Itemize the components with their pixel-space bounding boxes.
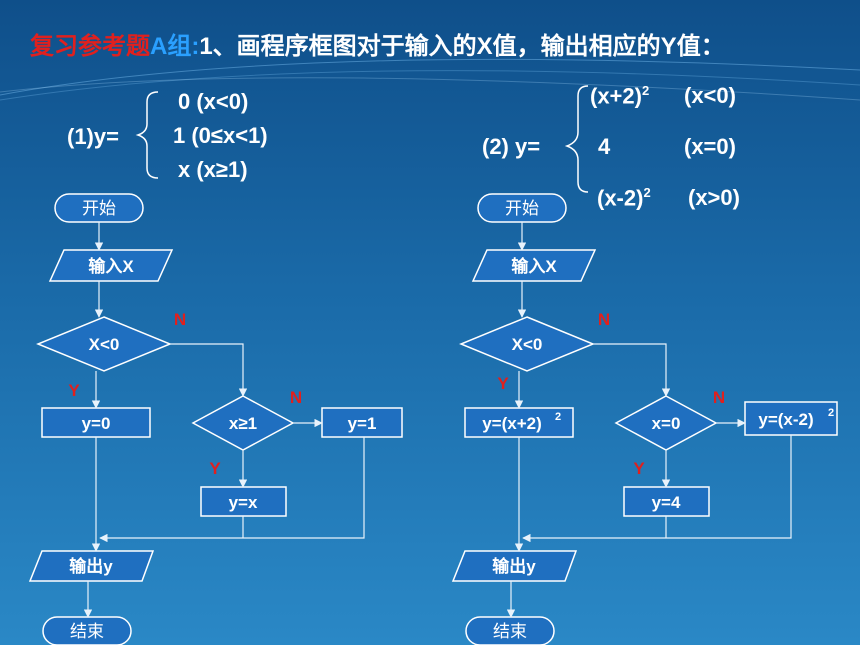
flow1-input-box <box>48 249 174 282</box>
flow1-yes-label-2: Y <box>209 459 221 478</box>
flow2-output-label: 输出y <box>492 556 536 576</box>
flow2-arrow-merge <box>522 435 792 543</box>
flow1-cond2-label: x≥1 <box>229 414 257 433</box>
flow2-no-label-1: N <box>598 310 610 329</box>
flow1-arrow-no <box>170 343 248 397</box>
flow1-y0-box <box>41 407 151 438</box>
func2-case-1: (x+2)2 <box>590 83 649 109</box>
flow2-ya-label: y=(x+2) <box>482 414 542 433</box>
flow2-yes-label-2: Y <box>633 459 645 478</box>
flow1-decision-1 <box>36 316 172 372</box>
flow1-y0-label: y=0 <box>82 414 111 433</box>
func2-case-1-sup: 2 <box>641 83 650 98</box>
flow2-no-label-2: N <box>713 388 725 407</box>
page-title: 复习参考题A组:1、画程序框图对于输入的X值，输出相应的Y值： <box>30 30 830 64</box>
flow2-yb-label: y=(x-2) <box>758 410 813 429</box>
flow2-y4-box <box>623 486 710 517</box>
flow1-arrow-merge <box>99 437 365 543</box>
flow1-start-label: 开始 <box>82 199 116 218</box>
func2-case-1-expr: (x+2) <box>590 83 642 109</box>
flow2-input-label: 输入X <box>511 256 557 276</box>
flow2-yes-label-1: Y <box>497 374 509 393</box>
flow2-ya-sup: 2 <box>555 411 561 423</box>
flow2-yb-box <box>744 401 838 436</box>
func2-case-3: (x-2)2 <box>597 185 651 211</box>
title-blue: A组: <box>150 33 200 60</box>
flow2-arrow-no <box>593 343 671 397</box>
func2-case-1-cond: (x<0) <box>684 83 736 108</box>
flow2-cond1-label: X<0 <box>512 335 543 354</box>
func1-case-1: 0 (x<0) <box>178 89 249 114</box>
title-text: 1、画程序框图对于输入的X值，输出相应的Y值： <box>199 33 725 60</box>
func2-case-3-expr: (x-2) <box>597 185 644 211</box>
func2-case-2: 4 <box>598 134 611 159</box>
flow2-output-box <box>451 550 578 582</box>
flow1-y1-label: y=1 <box>348 414 377 433</box>
flow1-yes-label-1: Y <box>68 381 80 400</box>
title-red: 复习参考题 <box>30 33 150 60</box>
flow1-input-label: 输入X <box>88 256 134 276</box>
func1-case-2: 1 (0≤x<1) <box>173 123 268 148</box>
flow2-y4-label: y=4 <box>652 493 681 512</box>
flow2-ya-box <box>464 407 574 438</box>
flow1-no-label-2: N <box>290 388 302 407</box>
func1-case-3: x (x≥1) <box>178 157 248 182</box>
flow2-decision-1 <box>459 316 595 372</box>
flow2-yb-sup: 2 <box>828 407 834 419</box>
flow1-end-label: 结束 <box>70 622 104 641</box>
func2-case-3-sup: 2 <box>643 185 651 200</box>
flow2-cond2-label: x=0 <box>652 414 681 433</box>
func2-lhs: (2) y= <box>482 134 541 159</box>
flow1-yx-label: y=x <box>229 493 258 512</box>
flow1-no-label-1: N <box>174 310 186 329</box>
flow1-output-box <box>28 550 155 582</box>
flow2-input-box <box>471 249 597 282</box>
flow1-output-label: 输出y <box>69 556 113 576</box>
flow2-end-label: 结束 <box>493 622 527 641</box>
flow2-start-label: 开始 <box>505 199 539 218</box>
func2-case-2-cond: (x=0) <box>684 134 736 159</box>
func2-case-3-cond: (x>0) <box>688 185 740 210</box>
func1-lhs: (1)y= <box>67 124 119 149</box>
flow1-cond1-label: X<0 <box>89 335 120 354</box>
